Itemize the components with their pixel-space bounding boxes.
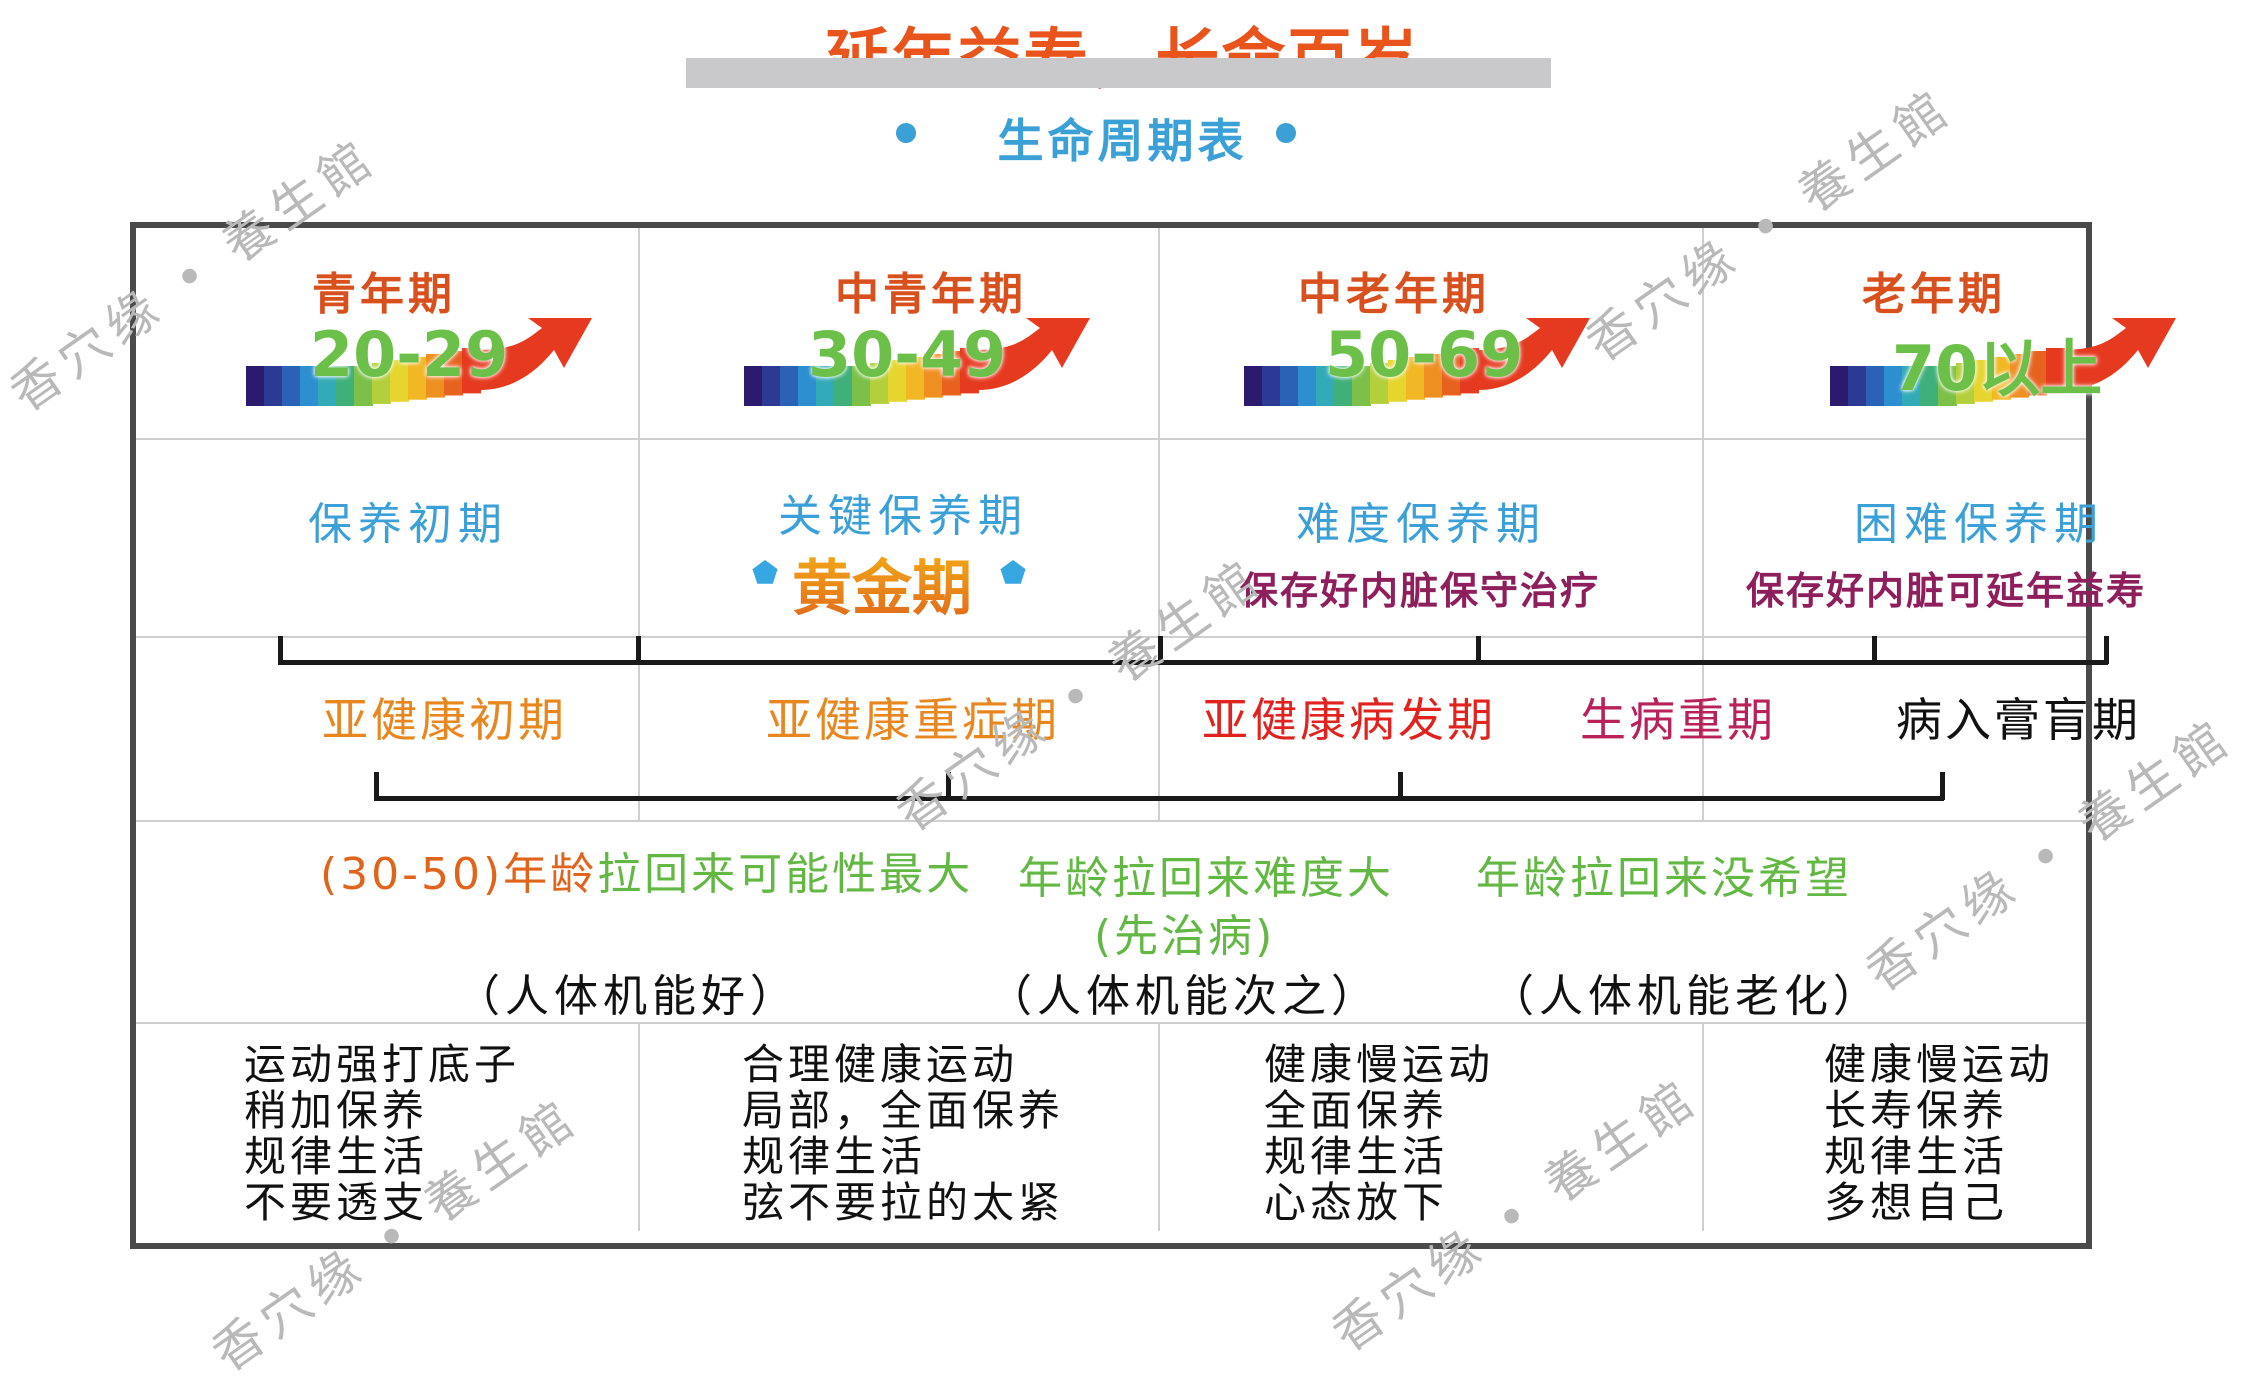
list-item: 健康慢运动 [1264, 1040, 1495, 1089]
row-divider [136, 438, 2086, 440]
list-item: 运动强打底子 [244, 1040, 521, 1089]
tips-list: 健康慢运动 全面保养 规律生活 心态放下 [1264, 1042, 1494, 1226]
list-item: 健康慢运动 [1824, 1040, 2055, 1089]
body-function: （人体机能老化） [1490, 971, 1882, 1022]
column-divider [1158, 228, 1160, 820]
column-divider [1158, 1022, 1160, 1231]
bracket-tick [946, 772, 951, 800]
dot-icon [1276, 123, 1296, 143]
rainbow-curved-arrow-icon [246, 318, 592, 406]
column-divider [1702, 1022, 1704, 1231]
list-item: 多想自己 [1824, 1178, 2009, 1227]
golden-period: 黄金期 [792, 540, 972, 627]
bracket-tick [374, 772, 379, 800]
period-name: 老年期 [1862, 269, 2006, 320]
health-phase: 亚健康病发期 [1202, 693, 1496, 747]
age-range: 70以上 [1892, 332, 2103, 405]
health-phase: 病入膏肓期 [1896, 693, 2141, 747]
body-function: （人体机能次之） [988, 971, 1380, 1022]
bracket-tick [1158, 636, 1163, 664]
list-item: 心态放下 [1264, 1178, 1449, 1227]
recovery-text: 拉回来可能性最大 [597, 849, 974, 900]
care-note: 保存好内脏可延年益寿 [1746, 569, 2147, 613]
care-stage: 关键保养期 [778, 491, 1028, 542]
bracket-tick [1940, 772, 1945, 800]
age-range: 50-69 [1325, 318, 1524, 391]
pentagon-gem-icon: ⬟ [1000, 556, 1027, 591]
tips-list: 运动强打底子 稍加保养 规律生活 不要透支 [244, 1042, 520, 1226]
tips-list: 健康慢运动 长寿保养 规律生活 多想自己 [1824, 1042, 2054, 1226]
list-item: 规律生活 [742, 1132, 927, 1181]
column-divider [638, 1022, 640, 1231]
tips-list: 合理健康运动 局部，全面保养 规律生活 弦不要拉的太紧 [742, 1042, 1064, 1226]
health-phase: 生病重期 [1580, 693, 1776, 747]
row-divider [136, 1022, 2086, 1024]
list-item: 长寿保养 [1824, 1086, 2009, 1135]
bracket-tick [278, 636, 283, 664]
age-range: 20-29 [310, 318, 509, 391]
period-name: 青年期 [312, 269, 456, 320]
list-item: 规律生活 [1824, 1132, 2009, 1181]
list-item: 局部，全面保养 [742, 1086, 1065, 1135]
list-item: 规律生活 [244, 1132, 429, 1181]
recovery-bracket [374, 796, 1944, 801]
recovery-subnote: (先治病) [1094, 911, 1276, 962]
bracket-tick [1872, 636, 1877, 664]
care-note: 保存好内脏保守治疗 [1240, 569, 1601, 613]
list-item: 规律生活 [1264, 1132, 1449, 1181]
bracket-tick [2104, 636, 2109, 664]
title-underline-bar [686, 58, 1551, 88]
list-item: 合理健康运动 [742, 1040, 1019, 1089]
period-name: 中老年期 [1298, 269, 1490, 320]
recovery-note: 年龄拉回来难度大 [1018, 853, 1394, 904]
rainbow-curved-arrow-icon [744, 318, 1090, 406]
bracket-tick [1476, 636, 1481, 664]
table-frame [130, 222, 2092, 1249]
list-item: 全面保养 [1264, 1086, 1449, 1135]
dot-icon [896, 123, 916, 143]
age-range: 30-49 [808, 318, 1007, 391]
recovery-age-range: (30-50)年龄 [320, 849, 598, 900]
care-stage: 困难保养期 [1854, 499, 2104, 550]
rainbow-curved-arrow-icon [1244, 318, 1590, 406]
list-item: 不要透支 [244, 1178, 429, 1227]
care-stage: 难度保养期 [1296, 499, 1546, 550]
list-item: 弦不要拉的太紧 [742, 1178, 1065, 1227]
row-divider [136, 820, 2086, 822]
bracket-tick [636, 636, 641, 664]
rainbow-curved-arrow-icon [1830, 318, 2176, 406]
column-divider [1702, 228, 1704, 820]
recovery-note: (30-50)年龄拉回来可能性最大 [320, 838, 973, 902]
care-stage: 保养初期 [308, 499, 508, 550]
body-function: （人体机能好） [456, 971, 799, 1022]
period-name: 中青年期 [835, 269, 1027, 320]
recovery-note: 年龄拉回来没希望 [1476, 853, 1852, 904]
column-divider [638, 228, 640, 820]
health-phase: 亚健康初期 [322, 693, 567, 747]
health-phase: 亚健康重症期 [766, 693, 1060, 747]
row-divider [136, 636, 2086, 638]
subtitle: 生命周期表 [997, 114, 1248, 168]
bracket-tick [1398, 772, 1403, 800]
list-item: 稍加保养 [244, 1086, 429, 1135]
pentagon-gem-icon: ⬟ [752, 556, 779, 591]
phase-bracket [278, 660, 2108, 665]
